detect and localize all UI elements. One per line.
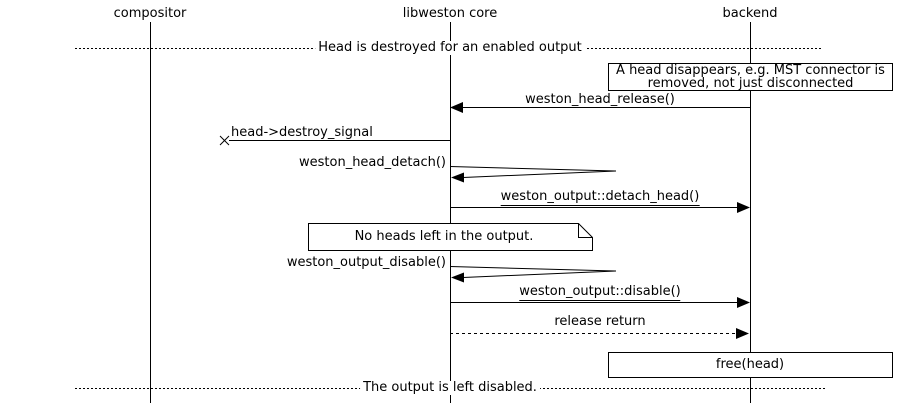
action-box-free-head bbox=[608, 352, 893, 378]
participant-compositor: compositor bbox=[113, 6, 187, 21]
self-arrow-head-detach-head bbox=[451, 172, 464, 183]
self-arrow-output-disable-out bbox=[449, 266, 617, 272]
note-head-disappears-box bbox=[608, 63, 893, 91]
divider-head-destroyed: Head is destroyed for an enabled output bbox=[315, 41, 585, 55]
lost-message-x-icon bbox=[219, 135, 230, 146]
self-arrow-output-disable-return bbox=[462, 270, 617, 278]
arrow-detach-head-head bbox=[737, 202, 750, 213]
message-label-release-return: release return bbox=[554, 314, 646, 329]
note-no-heads-text: No heads left in the output. bbox=[354, 229, 534, 244]
message-label-destroy-signal: head->destroy_signal bbox=[231, 125, 373, 140]
note-no-heads-fold-icon bbox=[578, 223, 593, 238]
message-label-weston-head-release: weston_head_release() bbox=[525, 92, 675, 107]
action-label-free-head: free(head) bbox=[715, 357, 785, 372]
note-head-disappears-text: A head disappears, e.g. MST connector is… bbox=[616, 63, 885, 91]
arrow-weston-head-release-head bbox=[450, 102, 463, 113]
message-label-output-disable-call: weston_output_disable() bbox=[286, 255, 446, 270]
participant-backend: backend bbox=[722, 6, 778, 21]
self-arrow-head-detach-return bbox=[462, 170, 617, 178]
message-label-output-disable: weston_output::disable() bbox=[519, 284, 681, 301]
message-label-weston-head-detach: weston_head_detach() bbox=[299, 155, 446, 170]
message-label-detach-head: weston_output::detach_head() bbox=[500, 189, 700, 206]
participant-libweston-core: libweston core bbox=[402, 6, 498, 21]
divider-output-disabled: The output is left disabled. bbox=[360, 381, 540, 395]
arrow-output-disable-head bbox=[737, 297, 750, 308]
self-arrow-head-detach-out bbox=[449, 166, 617, 172]
arrow-release-return-head bbox=[736, 328, 749, 339]
self-arrow-output-disable-head bbox=[451, 272, 464, 283]
note-no-heads-box bbox=[308, 223, 593, 251]
